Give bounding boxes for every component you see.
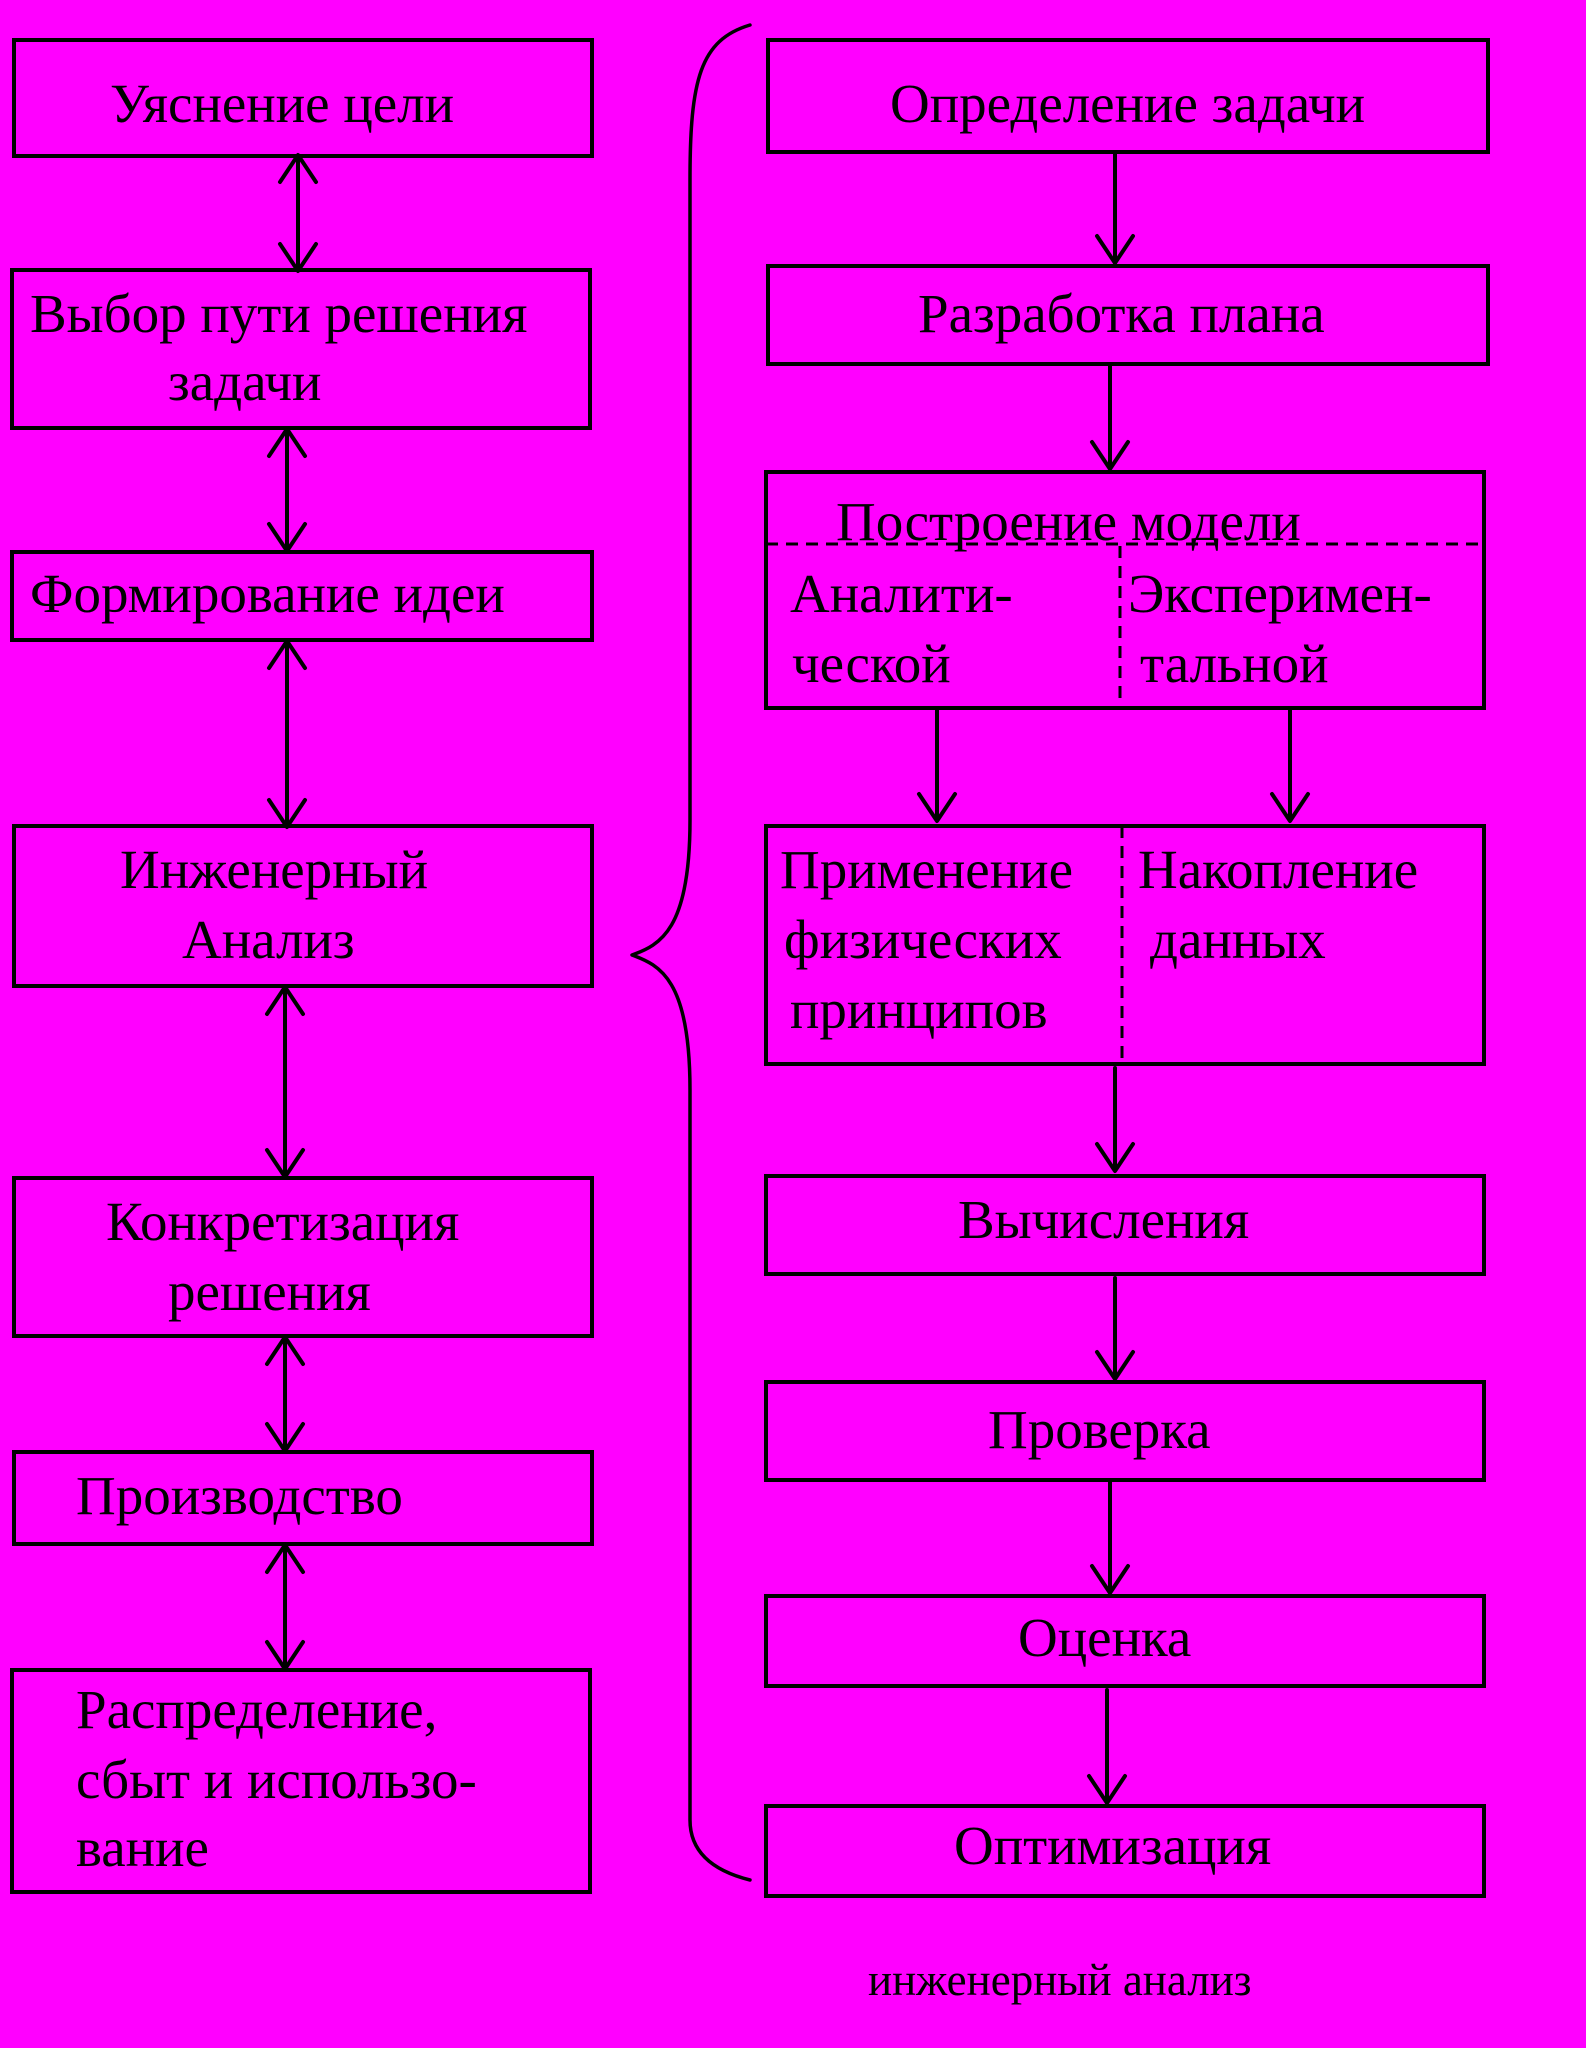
box-concretization — [12, 1176, 594, 1338]
path-label-line1: Выбор пути решения — [30, 283, 528, 344]
task-definition-label: Определение задачи — [890, 73, 1366, 134]
box-production — [12, 1450, 594, 1546]
right-arrow-6 — [1090, 1480, 1130, 1595]
box-optimization — [764, 1804, 1486, 1898]
left-connector-1 — [278, 153, 318, 273]
path-label-line2: задачи — [168, 351, 322, 412]
distribution-label-line2: сбыт и использо- — [76, 1749, 477, 1810]
goal-label: Уяснение цели — [110, 73, 455, 134]
model-title: Построение модели — [836, 491, 1301, 552]
box-check — [764, 1380, 1486, 1482]
data-label-line1: Накопление — [1138, 839, 1419, 900]
box-plan — [766, 264, 1490, 366]
right-arrow-1 — [1095, 152, 1135, 265]
evaluation-label: Оценка — [1018, 1607, 1192, 1668]
right-arrow-3a — [917, 708, 957, 823]
box-idea — [10, 550, 594, 642]
box-model — [764, 470, 1486, 710]
box-task-definition — [766, 38, 1490, 154]
left-connector-4 — [265, 985, 305, 1179]
box-goal — [12, 38, 594, 158]
concretization-label-line2: решения — [168, 1261, 371, 1322]
analytic-label-line1: Аналити- — [790, 563, 1013, 624]
experimental-label-line1: Эксперимен- — [1128, 563, 1432, 624]
calculations-label: Вычисления — [958, 1189, 1250, 1250]
curly-brace — [630, 23, 752, 1882]
left-connector-3 — [267, 639, 307, 829]
caption: инженерный анализ — [868, 1955, 1252, 2005]
right-arrow-5 — [1095, 1276, 1135, 1381]
left-connector-2 — [267, 427, 307, 553]
data-label-line2: данных — [1150, 909, 1326, 970]
analysis-label-line2: Анализ — [182, 909, 355, 970]
box-evaluation — [764, 1594, 1486, 1688]
distribution-label-line1: Распределение, — [76, 1679, 438, 1740]
left-connector-5 — [265, 1335, 305, 1453]
distribution-label-line3: вание — [76, 1817, 209, 1878]
box-solution-path — [10, 268, 592, 430]
production-label: Производство — [76, 1465, 403, 1526]
idea-label: Формирование идеи — [30, 563, 505, 624]
physics-label-line2: физических — [784, 909, 1062, 970]
plan-label: Разработка плана — [918, 283, 1325, 344]
optimization-label: Оптимизация — [954, 1815, 1272, 1876]
check-label: Проверка — [988, 1399, 1211, 1460]
right-arrow-3b — [1270, 708, 1310, 823]
right-arrow-2 — [1090, 364, 1130, 471]
right-arrow-4 — [1095, 1066, 1135, 1173]
physics-label-line3: принципов — [790, 979, 1048, 1040]
right-arrow-7 — [1087, 1688, 1127, 1805]
experimental-label-line2: тальной — [1140, 633, 1329, 694]
box-calculations — [764, 1174, 1486, 1276]
box-principles-data — [764, 824, 1486, 1066]
analysis-label-line1: Инженерный — [120, 839, 429, 900]
left-connector-6 — [265, 1543, 305, 1671]
box-distribution — [10, 1668, 592, 1894]
concretization-label-line1: Конкретизация — [106, 1191, 460, 1252]
box-engineering-analysis — [12, 824, 594, 988]
physics-label-line1: Применение — [780, 839, 1073, 900]
analytic-label-line2: ческой — [792, 633, 951, 694]
